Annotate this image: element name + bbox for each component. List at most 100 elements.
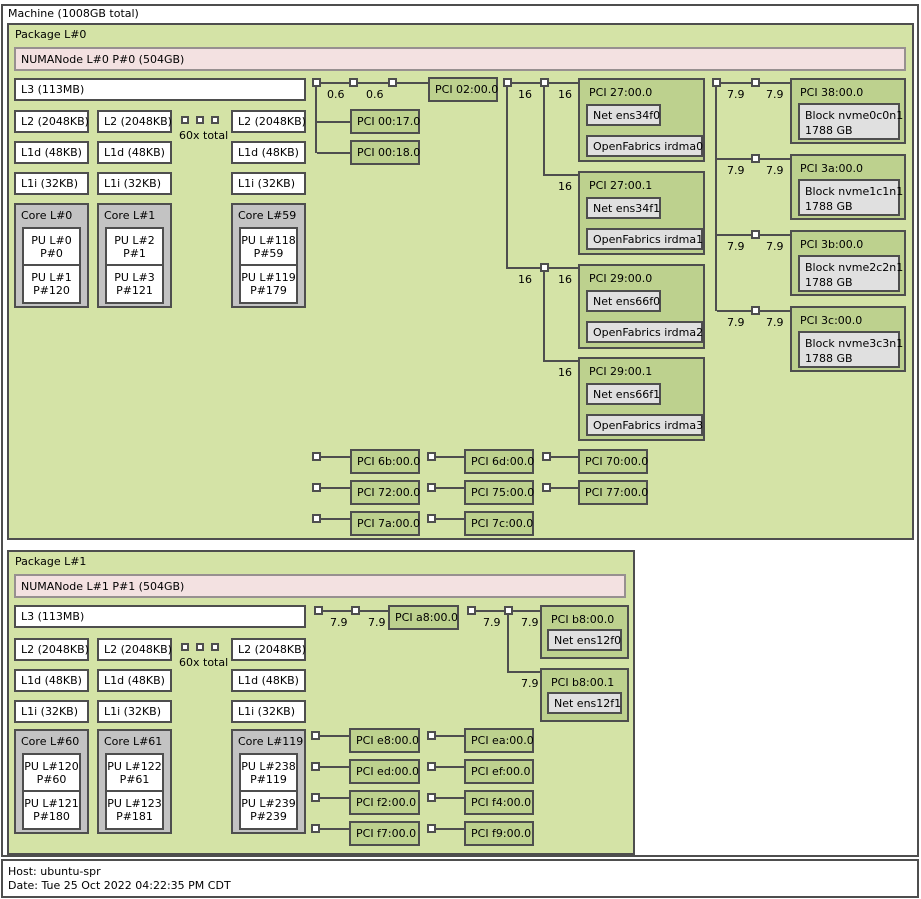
pci-device-box: PCI 29:00.1 Net ens66f1 OpenFabrics irdm… xyxy=(578,357,705,441)
pci-device-box: PCI 72:00.0 xyxy=(350,480,420,505)
core-label: Core L#119 xyxy=(238,735,304,748)
bridge-square xyxy=(427,793,436,802)
connector-line xyxy=(512,82,540,84)
pu-logical-label: PU L#122 xyxy=(107,759,162,773)
pci-device-label: PCI 75:00.0 xyxy=(471,486,535,499)
bridge-square xyxy=(540,263,549,272)
connector-line xyxy=(320,828,349,830)
pci-device-box: PCI ef:00.0 xyxy=(464,759,534,784)
net-device-box: Net ens34f1 xyxy=(586,197,661,219)
pci-device-label: PCI a8:00.0 xyxy=(395,611,458,624)
pci-device-label: PCI b8:00.0 xyxy=(551,613,615,626)
pu-logical-label: PU L#120 xyxy=(24,759,79,773)
pu-logical-label: PU L#239 xyxy=(241,797,296,810)
connector-line xyxy=(397,82,428,84)
link-speed-label: 7.9 xyxy=(521,616,539,629)
collapsed-cores-icon xyxy=(196,643,204,651)
connector-line xyxy=(760,310,790,312)
pu-logical-label: PU L#2 xyxy=(114,233,155,247)
pu-physical-label: P#0 xyxy=(40,246,63,260)
bridge-square xyxy=(504,606,513,615)
bridge-square xyxy=(751,78,760,87)
l1i-cache: L1i (32KB) xyxy=(97,700,172,723)
bridge-square xyxy=(311,824,320,833)
net-device-label: Net ens66f0 xyxy=(593,294,661,308)
l1d-label: L1d (48KB) xyxy=(104,674,165,687)
pci-device-box: PCI 00:17.0 xyxy=(350,109,420,134)
pu-physical-label: P#239 xyxy=(250,810,287,823)
package-0-label: Package L#0 xyxy=(15,28,87,41)
l2-label: L2 (2048KB) xyxy=(238,643,306,656)
link-speed-label: 7.9 xyxy=(727,316,745,329)
pu-physical-label: P#59 xyxy=(253,246,284,260)
pci-device-box: PCI f4:00.0 xyxy=(464,790,534,815)
l2-cache: L2 (2048KB) xyxy=(231,638,306,661)
collapsed-cores-icon xyxy=(181,643,189,651)
pci-device-box: PCI b8:00.1 Net ens12f1 xyxy=(540,668,629,722)
pu-physical-label: P#60 xyxy=(36,772,67,786)
l1i-cache: L1i (32KB) xyxy=(231,172,306,195)
connector-line xyxy=(321,456,350,458)
bridge-square xyxy=(314,606,323,615)
connector-line xyxy=(717,310,751,312)
l3-cache-0: L3 (113MB) xyxy=(14,78,306,101)
link-speed-label: 16 xyxy=(558,273,572,286)
l1d-cache: L1d (48KB) xyxy=(97,141,172,164)
l1d-label: L1d (48KB) xyxy=(21,674,82,687)
link-speed-label: 16 xyxy=(518,88,532,101)
pu-logical-label: PU L#0 xyxy=(31,233,72,247)
link-speed-label: 16 xyxy=(558,180,572,193)
connector-line xyxy=(509,671,540,673)
collapsed-cores-icon xyxy=(211,643,219,651)
l3-cache-0-label: L3 (113MB) xyxy=(21,83,85,96)
pu-physical-label: P#1 xyxy=(123,246,146,260)
collapsed-cores-icon xyxy=(211,116,219,124)
pci-device-label: PCI f7:00.0 xyxy=(356,827,417,840)
link-speed-label: 7.9 xyxy=(766,240,784,253)
pu-physical-label: P#119 xyxy=(250,772,287,786)
l1i-label: L1i (32KB) xyxy=(104,705,162,718)
pci-device-box: PCI 00:18.0 xyxy=(350,140,420,165)
block-device-size: 1788 GB xyxy=(805,352,853,365)
connector-line xyxy=(721,82,751,84)
connector-line xyxy=(320,766,349,768)
host-label: Host: ubuntu-spr xyxy=(8,865,101,878)
pci-device-box: PCI 7c:00.0 xyxy=(464,511,534,536)
openfabrics-device-label: OpenFabrics irdma0 xyxy=(593,139,704,153)
connector-line xyxy=(436,456,464,458)
pci-device-box: PCI f2:00.0 xyxy=(349,790,420,815)
pci-device-label: PCI 70:00.0 xyxy=(585,455,649,468)
link-speed-label: 7.9 xyxy=(330,616,348,629)
net-device-box: Net ens12f1 xyxy=(547,692,622,714)
bridge-square xyxy=(751,154,760,163)
pci-device-label: PCI 27:00.1 xyxy=(589,179,653,192)
collapsed-cores-label: 60x total xyxy=(179,129,229,142)
l1i-label: L1i (32KB) xyxy=(21,705,79,718)
core-label: Core L#1 xyxy=(104,209,156,222)
pci-device-label: PCI e8:00.0 xyxy=(356,734,420,747)
net-device-box: Net ens12f0 xyxy=(547,629,622,651)
pci-device-box: PCI ed:00.0 xyxy=(349,759,420,784)
pci-device-label: PCI f4:00.0 xyxy=(471,796,532,809)
pci-device-box: PCI 75:00.0 xyxy=(464,480,534,505)
pci-device-label: PCI ed:00.0 xyxy=(356,765,420,778)
openfabrics-device-box: OpenFabrics irdma0 xyxy=(586,135,703,157)
net-device-label: Net ens12f0 xyxy=(554,633,622,647)
openfabrics-device-label: OpenFabrics irdma1 xyxy=(593,232,704,246)
pu-physical-label: P#121 xyxy=(116,284,153,297)
pci-device-box: PCI 70:00.0 xyxy=(578,449,648,474)
numa-node-1: NUMANode L#1 P#1 (504GB) xyxy=(14,574,626,598)
l1i-label: L1i (32KB) xyxy=(104,177,162,190)
net-device-box: Net ens34f0 xyxy=(586,104,661,126)
pci-device-box: PCI f9:00.0 xyxy=(464,821,534,846)
